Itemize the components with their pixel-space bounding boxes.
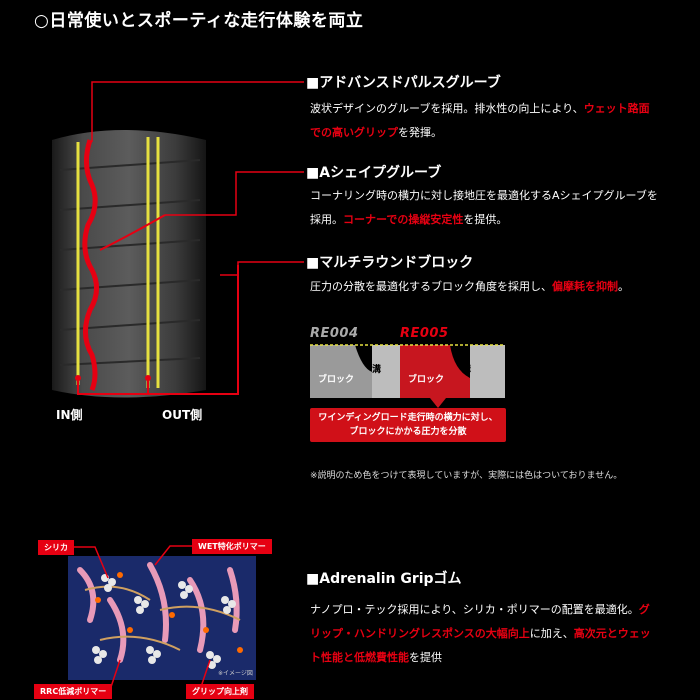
pressure-callout: ワインディングロード走行時の横力に対し、 ブロックにかかる圧力を分散 — [310, 408, 506, 442]
old-block-label: ブロック — [318, 375, 355, 385]
new-block-shape — [400, 345, 470, 398]
new-model-label: RE005 — [400, 326, 449, 341]
new-block-label: ブロック — [408, 375, 445, 385]
pulse-groove — [82, 139, 99, 391]
highlight-segment: グリップ・ハンドリングレスポンスの大幅向上 — [310, 603, 650, 640]
compound-heading: ■Adrenalin Gripゴム — [306, 571, 462, 587]
highlight-segment: ウェット路面での高いグリップ — [310, 102, 650, 139]
page-title: ○日常使いとスポーティな走行体験を両立 — [34, 11, 364, 31]
callout-line-1: ワインディングロード走行時の横力に対し、 — [318, 413, 498, 423]
old-block-shape — [310, 345, 372, 398]
callout-line-2: ブロックにかかる圧力を分散 — [349, 427, 467, 437]
tag-silica: シリカ — [38, 540, 74, 555]
text-segment: を提供。 — [463, 213, 508, 226]
old-groove-label: 溝 — [372, 365, 382, 375]
feature-body-a-shape-groove: コーナリング時の横力に対し接地圧を最適化するAシェイプグルーブを採用。コーナーで… — [310, 184, 660, 232]
tag-rrc-polymer: RRC低減ポリマー — [34, 684, 113, 699]
feature-heading-a-shape-groove: ■Aシェイプグルーブ — [306, 165, 442, 181]
text-segment: 波状デザインのグルーブを採用。排水性の向上により、 — [310, 102, 584, 115]
feature-body-multi-round-block: 圧力の分散を最適化するブロック角度を採用し、偏摩耗を抑制。 — [310, 275, 660, 299]
feature-body-pulse-groove: 波状デザインのグルーブを採用。排水性の向上により、ウェット路面での高いグリップを… — [310, 97, 660, 145]
compound-illustration — [68, 545, 256, 691]
feature-heading-pulse-groove: ■アドバンスドパルスグルーブ — [306, 75, 501, 91]
highlight-segment: 偏摩耗を抑制 — [552, 280, 618, 293]
text-segment: 。 — [618, 280, 629, 293]
old-model-label: RE004 — [310, 326, 359, 341]
text-segment: を発揮。 — [398, 126, 442, 139]
text-segment: ナノプロ・テック採用により、シリカ・ポリマーの配置を最適化。 — [310, 603, 639, 616]
text-segment: コーナリング時の横力に対し接地圧を最適化するAシェイプグルーブを採用。 — [310, 189, 658, 226]
out-side-label: OUT側 — [162, 408, 203, 422]
highlight-segment: 高次元とウェット性能と低燃費性能 — [310, 627, 651, 664]
in-side-label: IN側 — [56, 408, 83, 422]
tire-body — [52, 130, 206, 398]
text-segment: に加え、 — [529, 627, 574, 640]
tag-wet-polymer: WET特化ポリマー — [192, 539, 272, 554]
text-segment: を提供 — [409, 651, 442, 664]
text-segment: 圧力の分散を最適化するブロック角度を採用し、 — [310, 280, 552, 293]
tag-grip-agent: グリップ向上剤 — [186, 684, 254, 699]
highlight-segment: コーナーでの操縦安定性 — [343, 213, 464, 226]
a-shape-groove — [99, 214, 166, 251]
compound-body: ナノプロ・テック採用により、シリカ・ポリマーの配置を最適化。グリップ・ハンドリン… — [310, 598, 660, 670]
comparison-diagram — [310, 344, 505, 408]
yellow-grooves — [76, 137, 160, 388]
color-disclaimer-note: ※説明のため色をつけて表現していますが、実際には色はついておりません。 — [310, 471, 623, 481]
image-note: ※イメージ図 — [218, 670, 253, 677]
feature-heading-multi-round-block: ■マルチラウンドブロック — [306, 255, 474, 271]
new-groove-label: 溝 — [462, 365, 472, 375]
